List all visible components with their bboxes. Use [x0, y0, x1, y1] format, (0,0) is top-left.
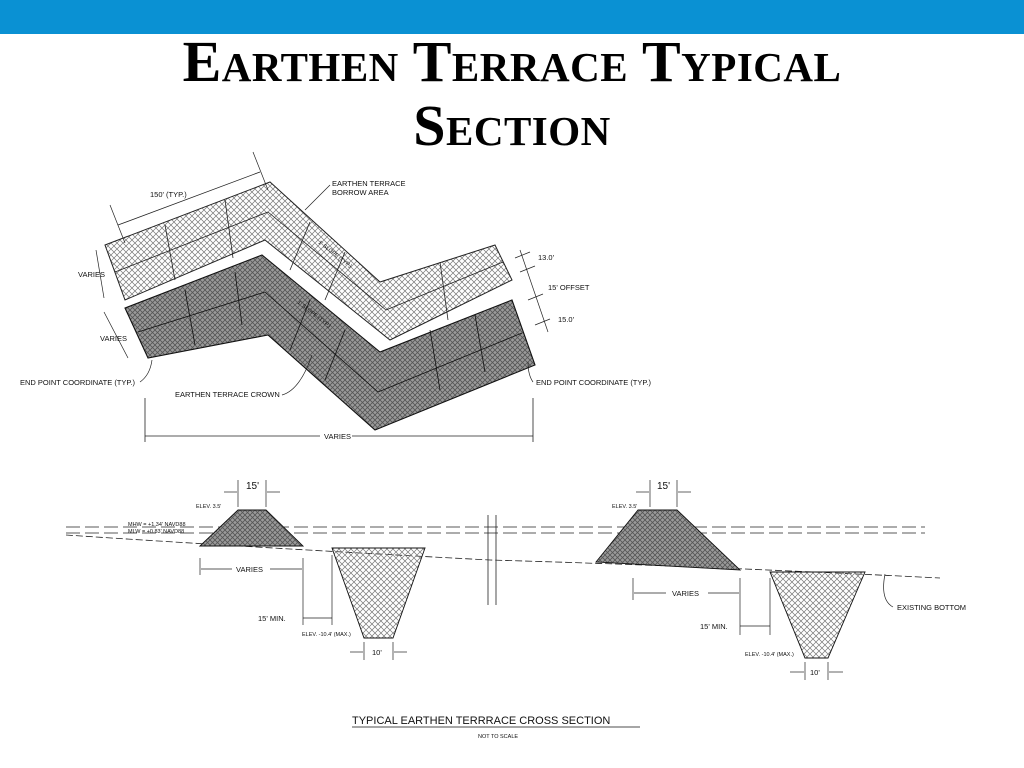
slide-title-line-1: Earthen Terrace Typical [182, 29, 842, 94]
left-elev-crown: ELEV. 3.5' [196, 504, 221, 510]
end-point-right-label: END POINT COORDINATE (TYP.) [536, 378, 652, 387]
existing-bottom-label: EXISTING BOTTOM [897, 603, 966, 612]
borrow-area-band [104, 181, 513, 341]
left-terrace-mound [198, 509, 305, 547]
top-accent-bar [0, 0, 1024, 34]
plan-view: 1' SLOPE (TYP.) 1' SLOPE (TYP.) 150' (TY… [20, 151, 652, 442]
left-min: 15' MIN. [258, 614, 286, 623]
dim-13-label: 13.0' [538, 253, 555, 262]
left-mlw: MLW = +0.83' NAVD88 [128, 529, 184, 535]
offset-label: 15' OFFSET [548, 283, 590, 292]
varies-upper-label: VARIES [78, 270, 105, 279]
cross-section-title: TYPICAL EARTHEN TERRRACE CROSS SECTION [352, 715, 610, 727]
right-min: 15' MIN. [700, 622, 728, 631]
crown-label: EARTHEN TERRACE CROWN [175, 390, 280, 399]
right-bottom-width: 10' [810, 668, 820, 677]
left-mhw: MHW = +1.34' NAVD88 [128, 522, 186, 528]
end-point-left-label: END POINT COORDINATE (TYP.) [20, 378, 136, 387]
varies-lower-label: VARIES [100, 334, 127, 343]
right-borrow-trench [769, 571, 866, 659]
dim-150-label: 150' (TYP.) [150, 190, 187, 199]
right-elev-crown: ELEV. 3.5' [612, 504, 637, 510]
left-varies: VARIES [236, 565, 263, 574]
slide-title-line-2: Section [413, 93, 611, 158]
cross-section: 15' ELEV. 3.5' MHW = +1.34' NAVD88 MLW =… [65, 480, 966, 740]
borrow-area-label-2: BORROW AREA [332, 188, 389, 197]
borrow-area-label-1: EARTHEN TERRACE [332, 179, 406, 188]
left-borrow-trench [331, 547, 426, 639]
cross-section-subtitle: NOT TO SCALE [478, 734, 518, 740]
right-elev-bottom: ELEV. -10.4' (MAX.) [745, 652, 794, 658]
slide-title: Earthen Terrace Typical Section [0, 30, 1024, 158]
right-varies: VARIES [672, 589, 699, 598]
right-top-width: 15' [657, 481, 670, 492]
dim-15-label: 15.0' [558, 315, 575, 324]
left-bottom-width: 10' [372, 648, 382, 657]
left-elev-bottom: ELEV. -10.4' (MAX.) [302, 632, 351, 638]
terrace-crown-band [124, 254, 536, 431]
right-terrace-mound [595, 509, 742, 571]
varies-bottom-label: VARIES [324, 432, 351, 441]
left-top-width: 15' [246, 481, 259, 492]
